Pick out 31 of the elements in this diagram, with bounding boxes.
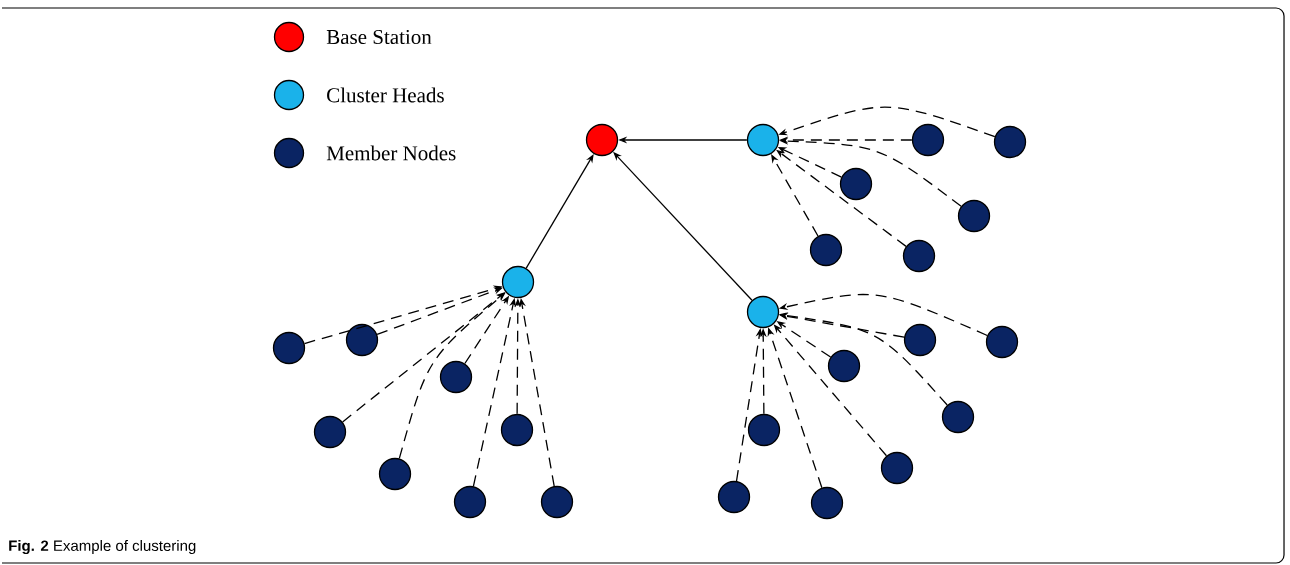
member-node-circle (453, 485, 487, 519)
member-node-circle (903, 323, 937, 357)
member-node-circle (880, 451, 914, 485)
member-node-circle (439, 360, 473, 394)
member-node-circle (313, 415, 347, 449)
member-node-circle (957, 199, 991, 233)
member-node-circle (985, 325, 1019, 359)
legend-label: Member Nodes (326, 145, 456, 161)
member-node-circle (345, 323, 379, 357)
legend-label: Cluster Heads (327, 87, 444, 103)
cluster-head-circle (501, 265, 535, 299)
cluster-head-circle (746, 295, 780, 329)
member-node-circle (827, 349, 861, 383)
member-node-circle (993, 125, 1027, 159)
member-node-circle (540, 485, 574, 519)
member-node-circle (378, 457, 412, 491)
member-node-circle (272, 331, 306, 365)
member-node-circle (500, 413, 534, 447)
member-node-circle (810, 486, 844, 520)
member-node-circle (941, 400, 975, 434)
base-station-circle (585, 123, 619, 157)
dashed-arrow (771, 154, 819, 237)
member-node-circle (809, 233, 843, 267)
member-node-circle (902, 239, 936, 273)
member-node-circle (717, 480, 751, 514)
member-node-circle (839, 167, 873, 201)
member-node-circle (911, 123, 945, 157)
cluster-head-circle (746, 123, 780, 157)
member-node-circle (747, 413, 781, 447)
legend-label: Base Station (326, 29, 432, 45)
caption: Fig. 2 Example of clustering (9, 540, 196, 555)
